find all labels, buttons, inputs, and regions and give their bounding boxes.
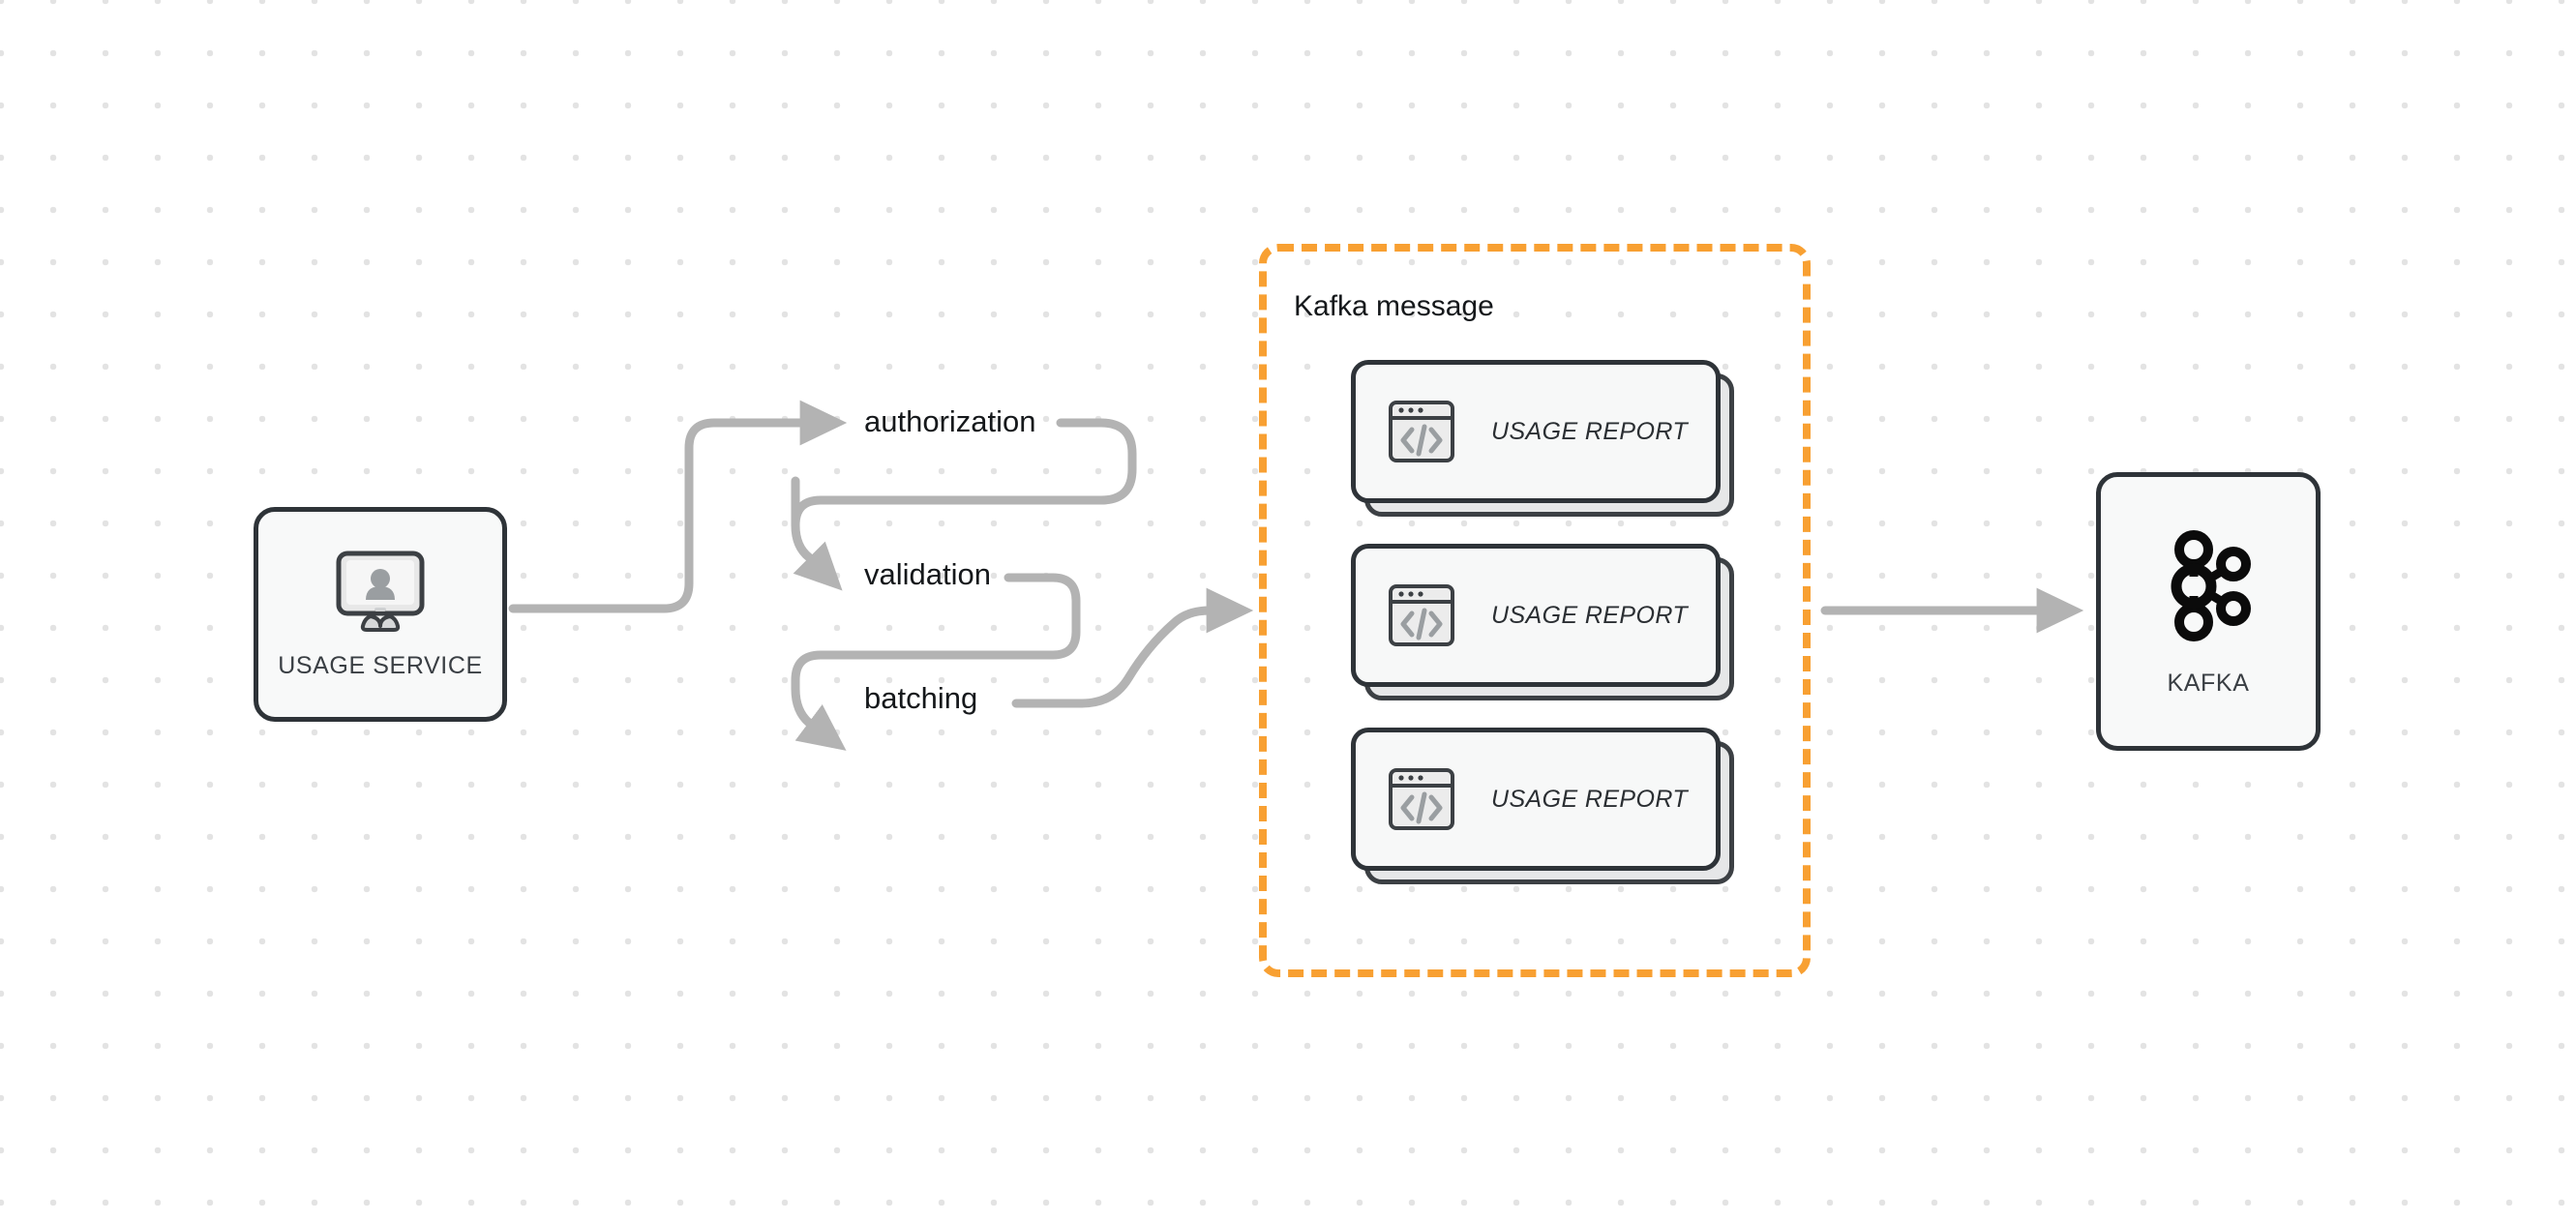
card-face: USAGE REPORT: [1351, 544, 1721, 687]
code-window-icon: [1387, 397, 1456, 466]
connector-batching-to-kafka-message: [1011, 587, 1254, 708]
code-window-icon: [1387, 764, 1456, 834]
usage-report-card-label: USAGE REPORT: [1491, 601, 1688, 629]
monitor-user-icon: [334, 550, 427, 635]
card-face: USAGE REPORT: [1351, 360, 1721, 503]
connector-usage-service-to-authorization: [508, 400, 848, 613]
kafka-message-group-title: Kafka message: [1294, 290, 1494, 322]
kafka-logo-icon: [2158, 526, 2259, 644]
node-kafka[interactable]: KAFKA: [2096, 472, 2321, 751]
usage-report-card-label: USAGE REPORT: [1491, 785, 1688, 813]
code-window-icon: [1387, 581, 1456, 650]
usage-report-card[interactable]: USAGE REPORT: [1351, 360, 1734, 517]
card-face: USAGE REPORT: [1351, 728, 1721, 871]
kafka-message-group: [1259, 244, 1811, 977]
node-kafka-label: KAFKA: [2167, 669, 2250, 697]
usage-report-card[interactable]: USAGE REPORT: [1351, 544, 1734, 700]
usage-report-card[interactable]: USAGE REPORT: [1351, 728, 1734, 884]
node-usage-service-label: USAGE SERVICE: [278, 651, 483, 679]
step-label-batching: batching: [864, 681, 978, 715]
usage-report-card-label: USAGE REPORT: [1491, 417, 1688, 445]
connector-authorization-to-validation: [791, 418, 1137, 591]
step-label-validation: validation: [864, 557, 991, 591]
step-label-authorization: authorization: [864, 404, 1036, 438]
node-usage-service[interactable]: USAGE SERVICE: [254, 507, 507, 722]
